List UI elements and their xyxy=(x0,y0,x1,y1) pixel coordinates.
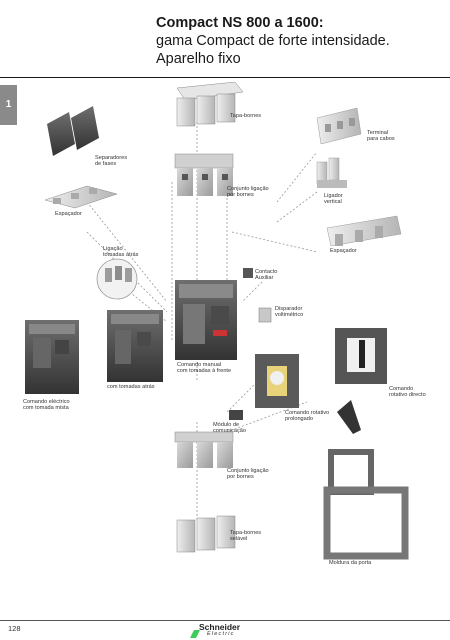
page-title: Compact NS 800 a 1600: xyxy=(156,15,324,31)
connection-set-bottom-image xyxy=(174,431,234,468)
label-terminal-cover-top: Tapa-bornes xyxy=(230,113,262,119)
label-sealable-cover: Tapa-bornes selável xyxy=(230,530,262,543)
label-connection-set-top: Conjunto ligação por bornes xyxy=(227,186,269,199)
logo-sub: Electric xyxy=(207,631,235,637)
logo-name: Schneider xyxy=(199,622,241,632)
page-header: Compact NS 800 a 1600: gama Compact de f… xyxy=(156,14,446,68)
voltage-release-image xyxy=(258,307,272,323)
extended-rotary-handle-image xyxy=(255,354,361,434)
schneider-logo: Schneider Electric xyxy=(187,621,251,639)
spacer-left-image xyxy=(44,185,118,209)
label-comm-module: Módulo de comunicação xyxy=(213,422,246,435)
label-phase-separators: Separadores de fases xyxy=(95,155,128,168)
page-subtitle-2: Aparelho fixo xyxy=(156,51,241,67)
label-voltage-release: Disparador voltimétrico xyxy=(275,306,304,319)
label-extended-rotary: Comando rotativo prolongado xyxy=(285,410,330,423)
direct-rotary-handle-image xyxy=(335,328,387,384)
header-rule xyxy=(0,77,450,78)
label-door-frame: Moldura da porta xyxy=(329,560,372,566)
terminal-cover-top-image xyxy=(176,81,244,127)
page-number: 128 xyxy=(8,624,21,633)
breaker-rear-image xyxy=(107,310,163,382)
label-auxiliary-contact: Contacto Auxiliar xyxy=(255,269,278,282)
rear-connection-image xyxy=(96,258,138,300)
label-front-manual: Comando manual com tomadas à frente xyxy=(177,362,232,375)
page-subtitle: gama Compact de forte intensidade. xyxy=(156,33,390,49)
auxiliary-contact-image xyxy=(243,268,253,278)
label-direct-rotary: Comando rotativo directo xyxy=(389,386,426,399)
label-spacer-left: Espaçador xyxy=(55,211,82,217)
cable-terminal-image xyxy=(316,107,362,145)
comm-module-image xyxy=(229,410,243,420)
breaker-motor-image xyxy=(25,320,79,394)
breaker-front-image xyxy=(175,280,237,360)
vertical-connector-image xyxy=(316,157,347,188)
label-cable-terminal: Terminal para cabos xyxy=(367,130,395,143)
phase-separators-image xyxy=(47,106,99,156)
label-spacer-right: Espaçador xyxy=(330,248,357,254)
label-rear-manual: Comando manual com tomadas atrás xyxy=(107,378,155,391)
chapter-tab: 1 xyxy=(0,85,17,125)
door-frame-image xyxy=(323,449,409,560)
sealable-terminal-cover-image xyxy=(176,515,236,553)
exploded-diagram: Tapa-bornes Terminal para cabos Separado… xyxy=(17,81,440,578)
connection-set-top-image xyxy=(174,153,234,196)
chapter-number: 1 xyxy=(5,99,12,110)
label-rear-connection: Ligação tomadas atrás xyxy=(103,246,139,259)
label-vertical-connector: Ligador vertical xyxy=(324,193,343,206)
diagram-illustration xyxy=(25,81,409,560)
label-connection-set-bottom: Conjunto ligação por bornes xyxy=(227,468,269,481)
spacer-right-image xyxy=(326,215,402,247)
label-electric-operator: Comando eléctrico com tomada mista xyxy=(23,399,70,412)
schneider-logo-mark-icon xyxy=(190,630,200,638)
footer-rule xyxy=(0,620,450,621)
